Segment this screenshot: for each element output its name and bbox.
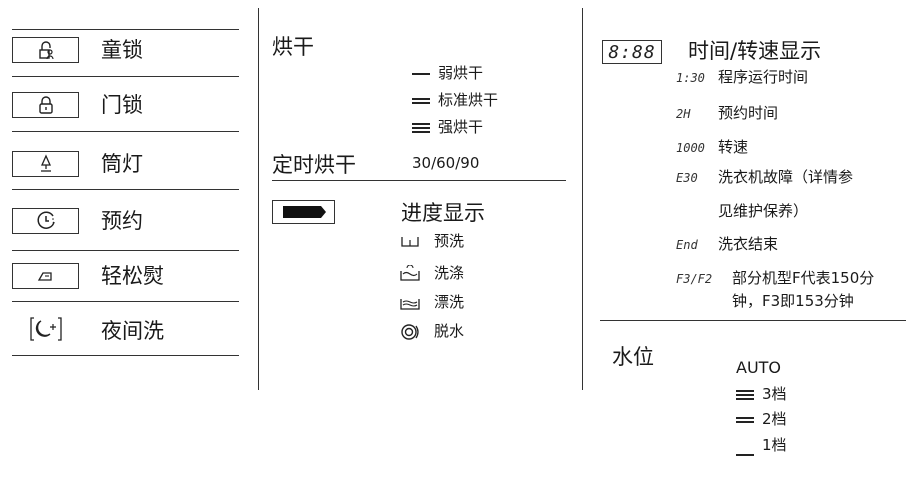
dry-level-standard: 标准烘干 <box>412 90 498 110</box>
drum-light-label: 筒灯 <box>101 152 143 176</box>
divider <box>12 189 239 190</box>
dry-level-weak: 弱烘干 <box>412 63 483 83</box>
easy-iron-box <box>12 263 79 289</box>
divider <box>12 76 239 77</box>
progress-wash: 洗涤 <box>398 263 464 283</box>
progress-bar-icon <box>272 200 335 224</box>
water-title: 水位 <box>612 345 654 369</box>
water-level-3: 3档 <box>736 384 787 404</box>
two-bar-icon <box>412 96 430 106</box>
drum-light-icon <box>40 154 51 172</box>
column-divider <box>258 8 259 390</box>
divider <box>12 131 239 132</box>
progress-spin: 脱水 <box>398 321 464 342</box>
divider <box>600 320 906 321</box>
schedule-box <box>12 208 79 234</box>
easy-iron-label: 轻松熨 <box>101 264 164 288</box>
two-bar-icon <box>736 415 754 425</box>
night-wash-box <box>12 316 79 342</box>
progress-rinse: 漂洗 <box>398 292 464 312</box>
divider <box>12 250 239 251</box>
door-lock-label: 门锁 <box>101 93 143 117</box>
dry-title: 烘干 <box>272 35 314 59</box>
drum-light-box <box>12 151 79 177</box>
night-wash-label: 夜间洗 <box>101 319 164 343</box>
digit-display: 8:88 <box>602 40 662 64</box>
column-divider <box>582 8 583 390</box>
spin-icon <box>401 323 419 340</box>
three-bar-icon <box>736 388 754 402</box>
divider <box>12 29 239 30</box>
divider <box>272 180 566 181</box>
schedule-label: 预约 <box>101 209 143 233</box>
dry-level-strong: 强烘干 <box>412 117 483 137</box>
padlock-icon <box>38 96 53 114</box>
rinse-icon <box>400 298 420 310</box>
child-lock-icon <box>38 41 54 60</box>
water-level-2: 2档 <box>736 409 787 429</box>
night-wash-icon <box>29 317 62 341</box>
child-lock-label: 童锁 <box>101 38 143 62</box>
three-bar-icon <box>412 121 430 135</box>
display-row-fault-cont: 见维护保养） <box>718 202 809 220</box>
water-auto: AUTO <box>736 358 782 377</box>
water-level-1: 1档 <box>736 435 787 458</box>
wash-icon <box>400 264 420 281</box>
one-bar-icon <box>412 71 430 77</box>
display-f-code-cont: 钟，F3即153分钟 <box>732 292 854 310</box>
clock-icon <box>36 211 55 229</box>
prewash-icon <box>401 236 419 247</box>
divider <box>12 355 239 356</box>
timed-dry-values: 30/60/90 <box>412 154 480 172</box>
display-title: 时间/转速显示 <box>688 39 822 63</box>
progress-prewash: 预洗 <box>398 231 464 251</box>
progress-title: 进度显示 <box>401 201 485 225</box>
iron-icon <box>37 272 52 281</box>
child-lock-box <box>12 37 79 63</box>
divider <box>12 301 239 302</box>
door-lock-box <box>12 92 79 118</box>
timed-dry-title: 定时烘干 <box>272 153 356 177</box>
one-bar-icon <box>736 452 754 458</box>
